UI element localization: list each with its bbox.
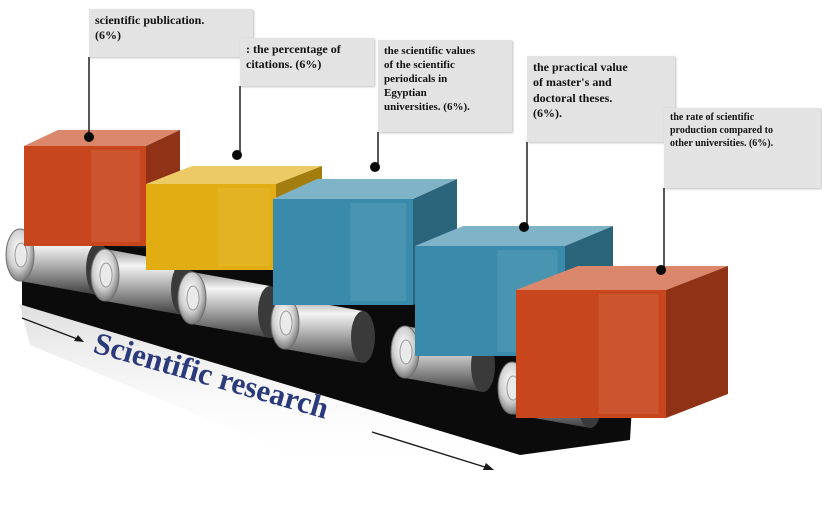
direction-arrows: [21, 317, 494, 470]
box-periodicals: [273, 179, 457, 305]
arrow-right: [371, 431, 489, 469]
callout-publication: scientific publication. (6%): [89, 9, 253, 57]
belt-shadow: [20, 305, 570, 470]
callout-citations: : the percentage of citations. (6%): [240, 38, 374, 86]
leader-lines: [88, 57, 665, 268]
callout-production: the rate of scientific production compar…: [664, 108, 821, 188]
arrow-left: [21, 317, 81, 341]
leader-dots: [84, 132, 666, 275]
callout-dot-citations: [232, 150, 242, 160]
roller: [270, 296, 375, 363]
callout-theses: the practical value of master's and doct…: [527, 56, 675, 142]
boxes: [24, 130, 728, 418]
callout-dot-theses: [519, 222, 529, 232]
callout-dot-publication: [84, 132, 94, 142]
box-production: [516, 266, 728, 418]
callout-dot-periodicals: [370, 162, 380, 172]
callout-periodicals: the scientific values of the scientific …: [378, 40, 512, 132]
callout-dot-production: [656, 265, 666, 275]
